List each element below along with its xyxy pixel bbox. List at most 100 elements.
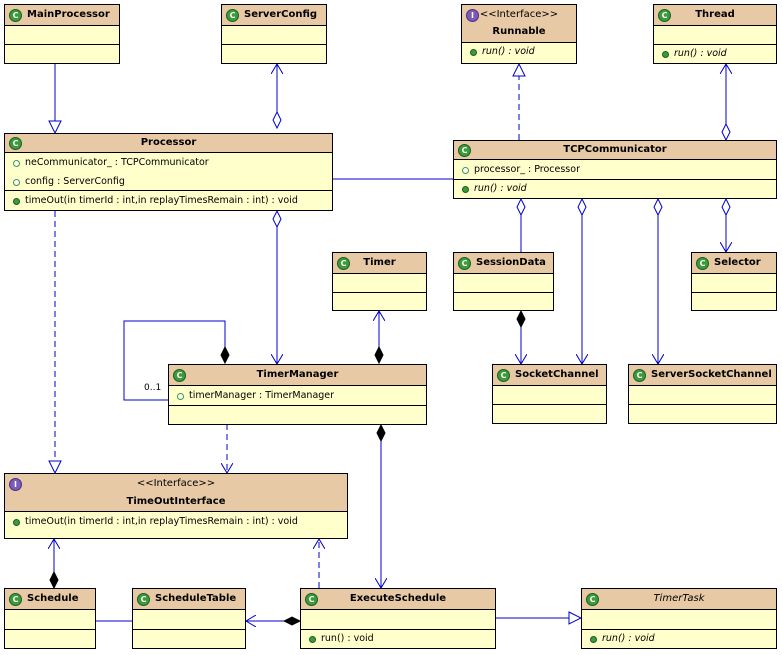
attributes-compartment: timerManager : TimerManager [169, 386, 426, 406]
attributes-compartment [629, 386, 776, 405]
interface-badge-icon: I [9, 478, 22, 491]
class-name: ScheduleTable [155, 593, 237, 604]
class-main-processor[interactable]: C MainProcessor [4, 4, 120, 64]
class-processor[interactable]: C Processor neCommunicator_ : TCPCommuni… [4, 133, 333, 211]
attributes-compartment [692, 274, 776, 293]
class-name: ExecuteSchedule [349, 593, 447, 604]
class-badge-icon: C [305, 593, 318, 606]
multiplicity-label: 0..1 [144, 383, 162, 393]
public-method-icon [13, 198, 20, 205]
class-server-socket-channel[interactable]: C ServerSocketChannel [628, 364, 777, 424]
field-icon [13, 179, 20, 186]
operations-compartment: run() : void [582, 630, 776, 648]
operations-compartment: run() : void [654, 45, 776, 63]
class-timer[interactable]: C Timer [332, 252, 427, 311]
attributes-compartment: processor_ : Processor [454, 160, 776, 180]
attributes-compartment [222, 26, 326, 45]
operations-compartment [493, 405, 606, 423]
class-name: Schedule [27, 593, 79, 604]
field-row: config : ServerConfig [5, 172, 332, 191]
class-name: TCPCommunicator [563, 144, 667, 155]
public-method-icon [590, 636, 597, 643]
interface-timeout[interactable]: I <<Interface>> TimeOutInterface timeOut… [4, 473, 348, 539]
class-badge-icon: C [458, 257, 471, 270]
class-name: TimeOutInterface [126, 496, 226, 507]
class-name: Processor [140, 137, 197, 148]
class-badge-icon: C [226, 9, 239, 22]
class-badge-icon: C [9, 9, 22, 22]
public-method-icon [462, 186, 469, 193]
class-name: SessionData [476, 257, 546, 268]
class-timer-manager[interactable]: C TimerManager timerManager : TimerManag… [168, 364, 427, 425]
field-row: timerManager : TimerManager [169, 386, 426, 405]
method-row: timeOut(in timerId : int,in replayTimesR… [5, 191, 332, 210]
interface-runnable[interactable]: I <<Interface>> Runnable run() : void [461, 4, 577, 64]
attributes-compartment [301, 610, 495, 630]
class-name: Selector [714, 257, 761, 268]
field-row: processor_ : Processor [454, 160, 776, 179]
class-socket-channel[interactable]: C SocketChannel [492, 364, 607, 424]
attributes-compartment: neCommunicator_ : TCPCommunicator config… [5, 153, 332, 191]
attributes-compartment [5, 26, 119, 45]
class-selector[interactable]: C Selector [691, 252, 777, 311]
operations-compartment: run() : void [454, 180, 776, 198]
class-name: ServerConfig [244, 9, 318, 20]
public-method-icon [309, 636, 316, 643]
class-badge-icon: C [337, 257, 350, 270]
class-name: SocketChannel [515, 369, 599, 380]
stereotype-label: <<Interface>> [136, 478, 216, 489]
class-name: Runnable [492, 26, 546, 37]
attributes-compartment [493, 386, 606, 405]
operations-compartment [133, 630, 245, 648]
class-timer-task[interactable]: C TimerTask run() : void [581, 588, 777, 649]
class-schedule[interactable]: C Schedule [4, 588, 96, 649]
class-badge-icon: C [173, 369, 186, 382]
operations-compartment [629, 405, 776, 423]
class-tcp-communicator[interactable]: C TCPCommunicator processor_ : Processor… [453, 140, 777, 199]
class-server-config[interactable]: C ServerConfig [221, 4, 327, 64]
class-name: MainProcessor [27, 9, 110, 20]
method-row: run() : void [654, 45, 776, 63]
field-row: neCommunicator_ : TCPCommunicator [5, 153, 332, 172]
method-row: run() : void [582, 630, 776, 648]
class-badge-icon: C [696, 257, 709, 270]
class-name: ServerSocketChannel [651, 369, 772, 380]
operations-compartment [169, 406, 426, 424]
interface-badge-icon: I [466, 9, 479, 22]
method-row: run() : void [462, 43, 576, 61]
class-schedule-table[interactable]: C ScheduleTable [132, 588, 246, 649]
method-row: run() : void [454, 180, 776, 198]
attributes-compartment [133, 610, 245, 630]
class-badge-icon: C [658, 9, 671, 22]
class-badge-icon: C [9, 137, 22, 150]
class-name: Thread [695, 9, 735, 20]
class-session-data[interactable]: C SessionData [453, 252, 554, 311]
stereotype-label: <<Interface>> [479, 9, 559, 20]
attributes-compartment [454, 274, 553, 293]
field-icon [13, 160, 20, 167]
class-name: TimerManager [256, 369, 339, 380]
class-badge-icon: C [137, 593, 150, 606]
field-icon [177, 393, 184, 400]
attributes-compartment [333, 274, 426, 293]
class-execute-schedule[interactable]: C ExecuteSchedule run() : void [300, 588, 496, 649]
operations-compartment [333, 293, 426, 310]
class-badge-icon: C [9, 593, 22, 606]
connector-timermanager-self [123, 320, 225, 401]
operations-compartment [5, 630, 95, 648]
public-method-icon [662, 51, 669, 58]
operations-compartment [222, 45, 326, 63]
field-icon [462, 167, 469, 174]
operations-compartment: timeOut(in timerId : int,in replayTimesR… [5, 191, 332, 210]
operations-compartment [692, 293, 776, 310]
method-row: run() : void [301, 630, 495, 648]
class-thread[interactable]: C Thread run() : void [653, 4, 777, 64]
attributes-compartment [654, 26, 776, 45]
class-badge-icon: C [458, 144, 471, 157]
attributes-compartment [582, 610, 776, 630]
class-name: TimerTask [653, 593, 705, 604]
attributes-compartment [5, 610, 95, 630]
operations-compartment: run() : void [301, 630, 495, 648]
operations-compartment [454, 293, 553, 310]
